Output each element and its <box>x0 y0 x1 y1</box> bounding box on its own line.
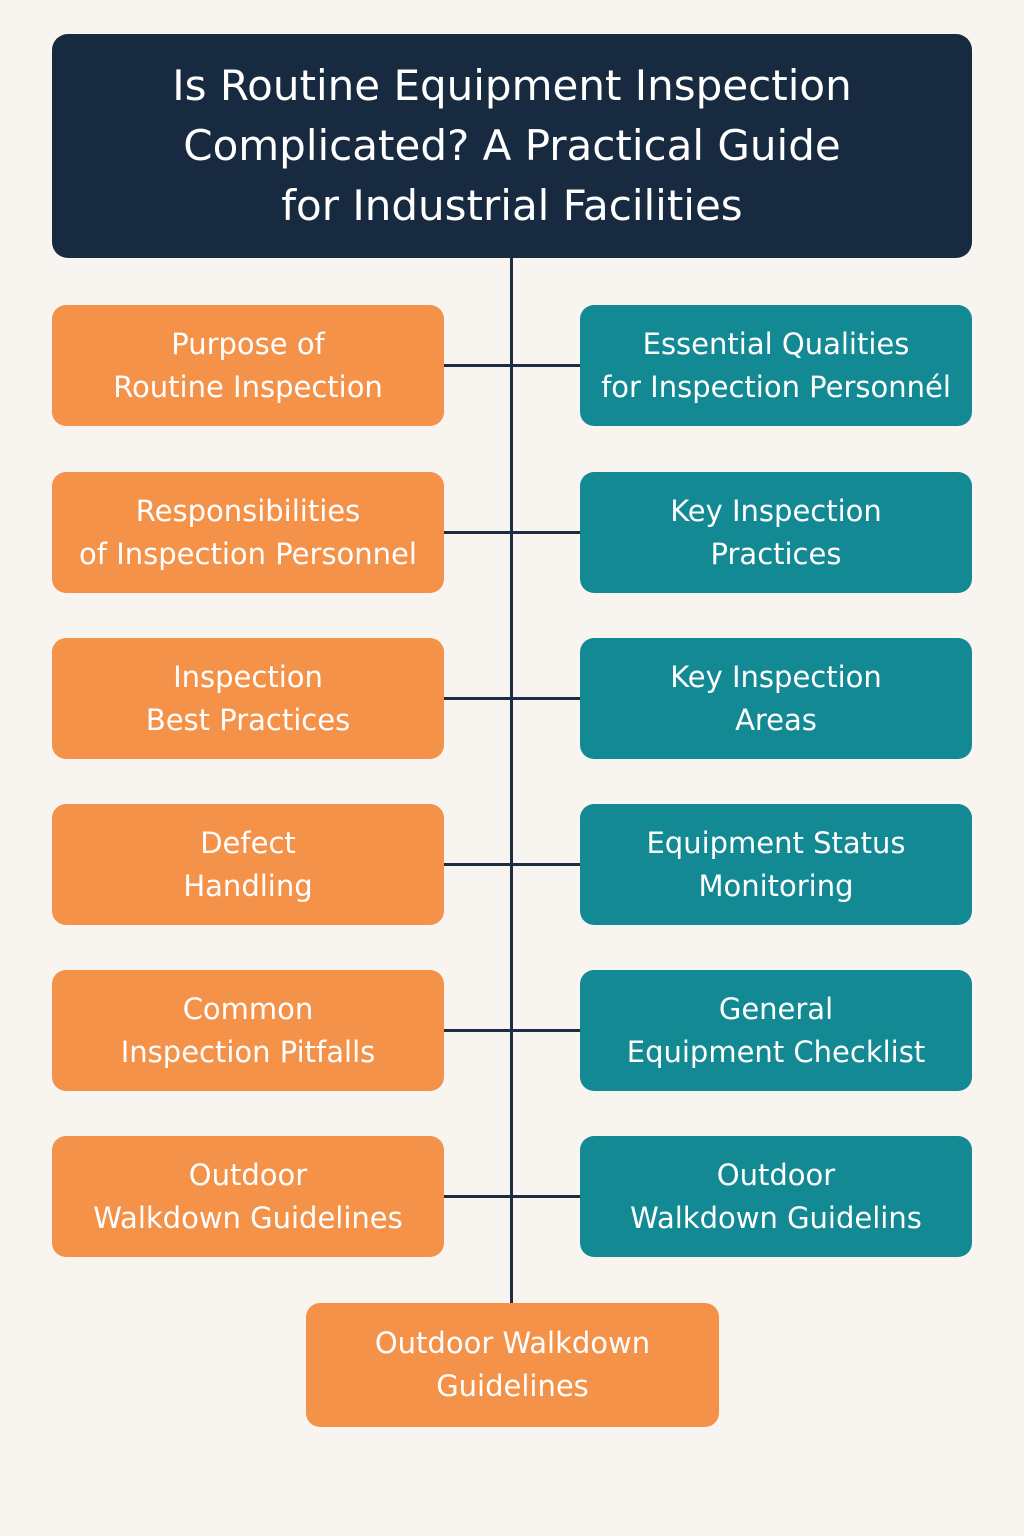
branch-connector-5 <box>444 1029 580 1032</box>
node-general-equipment-checklist: General Equipment Checklist <box>580 970 972 1091</box>
node-defect-handling: Defect Handling <box>52 804 444 925</box>
node-label: Essential Qualities for Inspection Perso… <box>601 326 951 404</box>
branch-connector-1 <box>444 364 580 367</box>
node-outdoor-walkdown-guidelines-bottom: Outdoor Walkdown Guidelines <box>306 1303 719 1427</box>
node-label: Inspection Best Practices <box>145 659 351 737</box>
vertical-connector <box>510 258 513 1304</box>
node-label: Responsibilities of Inspection Personnel <box>79 493 417 571</box>
node-outdoor-walkdown-guidelines-left: Outdoor Walkdown Guidelines <box>52 1136 444 1257</box>
branch-connector-2 <box>444 531 580 534</box>
branch-connector-6 <box>444 1195 580 1198</box>
node-key-inspection-practices: Key Inspection Practices <box>580 472 972 593</box>
diagram-title: Is Routine Equipment Inspection Complica… <box>172 61 852 230</box>
node-purpose-of-routine-inspection: Purpose of Routine Inspection <box>52 305 444 426</box>
node-label: Outdoor Walkdown Guidelines <box>93 1157 403 1235</box>
title-box: Is Routine Equipment Inspection Complica… <box>52 34 972 258</box>
node-label: Outdoor Walkdown Guidelins <box>630 1157 922 1235</box>
branch-connector-3 <box>444 697 580 700</box>
node-outdoor-walkdown-guidelins-right: Outdoor Walkdown Guidelins <box>580 1136 972 1257</box>
node-common-inspection-pitfalls: Common Inspection Pitfalls <box>52 970 444 1091</box>
node-label: Outdoor Walkdown Guidelines <box>374 1326 651 1403</box>
node-label: Purpose of Routine Inspection <box>113 326 383 404</box>
node-label: Equipment Status Monitoring <box>646 825 906 903</box>
node-equipment-status-monitoring: Equipment Status Monitoring <box>580 804 972 925</box>
node-label: Common Inspection Pitfalls <box>120 991 376 1069</box>
node-responsibilities-of-inspection-personnel: Responsibilities of Inspection Personnel <box>52 472 444 593</box>
node-label: Key Inspection Practices <box>670 493 882 571</box>
node-label: Key Inspection Areas <box>670 659 882 737</box>
node-inspection-best-practices: Inspection Best Practices <box>52 638 444 759</box>
node-label: General Equipment Checklist <box>626 991 926 1069</box>
branch-connector-4 <box>444 863 580 866</box>
node-label: Defect Handling <box>183 825 313 903</box>
node-key-inspection-areas: Key Inspection Areas <box>580 638 972 759</box>
node-essential-qualities: Essential Qualities for Inspection Perso… <box>580 305 972 426</box>
